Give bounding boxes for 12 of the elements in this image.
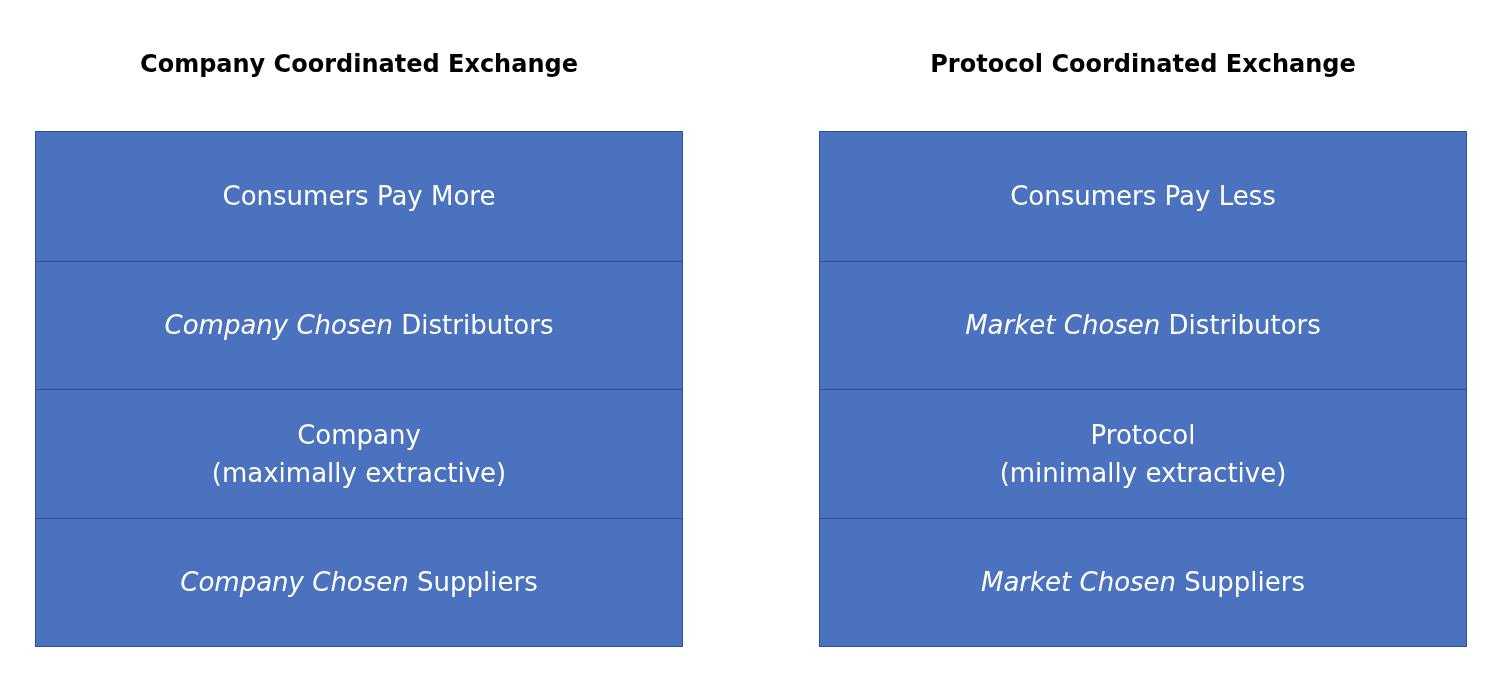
band-text: Company — [297, 418, 421, 452]
column-heading: Company Coordinated Exchange — [140, 50, 578, 78]
band-text: Consumers Pay Less — [1010, 180, 1276, 214]
band-text: (minimally extractive) — [999, 456, 1287, 490]
band-text: (maximally extractive) — [211, 456, 507, 490]
band-text: Company Chosen Distributors — [164, 309, 554, 343]
band-text: Market Chosen Suppliers — [980, 566, 1306, 600]
band-text: Consumers Pay More — [222, 180, 496, 214]
band-text: Protocol — [1090, 418, 1196, 452]
column-heading: Protocol Coordinated Exchange — [930, 50, 1356, 78]
band-text: Company Chosen Suppliers — [180, 566, 538, 600]
band-text: Market Chosen Distributors — [965, 309, 1321, 343]
